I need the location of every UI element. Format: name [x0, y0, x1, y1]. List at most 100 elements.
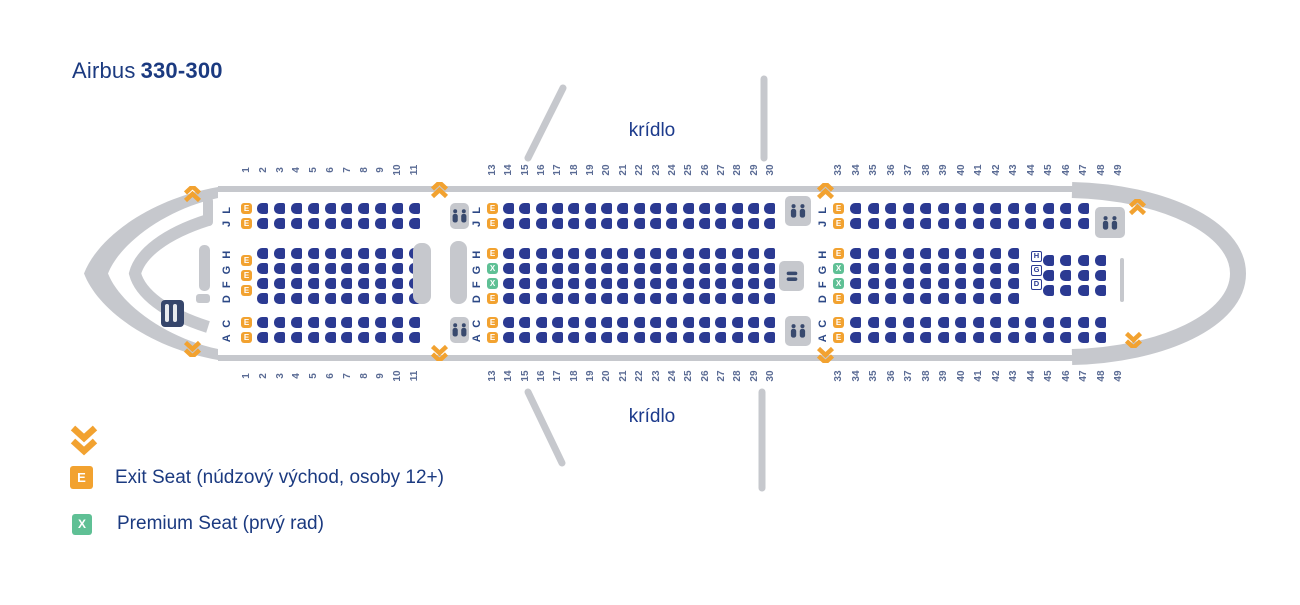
- seat-blue: [850, 218, 861, 229]
- seat-blue: [257, 203, 268, 214]
- seat-blue: [868, 203, 879, 214]
- seat-blue: [341, 248, 352, 259]
- seat-blue: [503, 278, 514, 289]
- premium-seat: X: [833, 278, 844, 289]
- exit-chevron-icon: [183, 340, 202, 360]
- seat-blue: [585, 248, 596, 259]
- legend-premium-label: Premium Seat (prvý rad): [117, 513, 324, 534]
- seat-blue: [519, 332, 530, 343]
- seat-blue: [748, 293, 759, 304]
- seat-blue: [1025, 218, 1036, 229]
- seat-blue: [1043, 218, 1054, 229]
- row-number: 24: [666, 164, 678, 176]
- seat-blue: [519, 278, 530, 289]
- seat-blue: [666, 218, 677, 229]
- seat-blue: [683, 278, 694, 289]
- seat-blue: [990, 203, 1001, 214]
- row-number: 2: [257, 373, 269, 379]
- seat-blue: [568, 332, 579, 343]
- seat-blue: [274, 332, 285, 343]
- premium-seat: X: [487, 278, 498, 289]
- seat-blue: [666, 203, 677, 214]
- seat-blue: [955, 278, 966, 289]
- row-number: 23: [650, 164, 662, 176]
- seat-blue: [920, 293, 931, 304]
- seat-blue: [748, 203, 759, 214]
- row-number: 26: [699, 370, 711, 382]
- seat-blue: [503, 293, 514, 304]
- seat-blue: [308, 317, 319, 328]
- tail-letter-box: D: [1031, 279, 1042, 290]
- seat-blue: [341, 317, 352, 328]
- seat-blue: [568, 248, 579, 259]
- seat-blue: [650, 263, 661, 274]
- seat-blue: [666, 317, 677, 328]
- seat-blue: [955, 332, 966, 343]
- seat-blue: [392, 203, 403, 214]
- exit-seat: E: [833, 248, 844, 259]
- seat-blue: [568, 317, 579, 328]
- seat-blue: [903, 332, 914, 343]
- seat-blue: [291, 332, 302, 343]
- seat-blue: [938, 317, 949, 328]
- seat-blue: [650, 317, 661, 328]
- seat-blue: [536, 293, 547, 304]
- seat-blue: [358, 332, 369, 343]
- seat-blue: [519, 317, 530, 328]
- seat-blue: [257, 248, 268, 259]
- bulkhead: [450, 241, 467, 304]
- seat-blue: [748, 248, 759, 259]
- row-number: 21: [617, 164, 629, 176]
- seat-blue: [868, 293, 879, 304]
- seat-blue: [375, 278, 386, 289]
- seat-blue: [358, 293, 369, 304]
- seat-blue: [715, 263, 726, 274]
- seat-blue: [764, 332, 775, 343]
- seat-blue: [358, 278, 369, 289]
- lavatory-icon: [785, 196, 811, 226]
- row-number: 8: [358, 373, 370, 379]
- seat-blue: [699, 278, 710, 289]
- galley-icon: [161, 300, 184, 327]
- seat-blue: [715, 218, 726, 229]
- seat-blue: [666, 248, 677, 259]
- seat-blue: [715, 317, 726, 328]
- seat-blue: [601, 218, 612, 229]
- bulkhead: [203, 197, 213, 226]
- aircraft-make: Airbus: [72, 58, 136, 83]
- seat-blue: [274, 203, 285, 214]
- row-number: 19: [584, 164, 596, 176]
- row-number: 9: [374, 167, 386, 173]
- seat-blue: [868, 263, 879, 274]
- seat-blue: [764, 203, 775, 214]
- exit-seat: E: [241, 255, 252, 266]
- seat-blue: [850, 203, 861, 214]
- row-number: 43: [1007, 370, 1019, 382]
- row-number: 37: [902, 370, 914, 382]
- row-number: 47: [1077, 370, 1089, 382]
- seat-blue: [552, 263, 563, 274]
- seat-blue: [885, 332, 896, 343]
- seat-blue: [503, 263, 514, 274]
- tail-letter-box: H: [1031, 251, 1042, 262]
- row-number: 11: [408, 164, 420, 176]
- seat-blue: [1060, 255, 1071, 266]
- seat-blue: [850, 317, 861, 328]
- seat-blue: [973, 293, 984, 304]
- seat-blue: [536, 263, 547, 274]
- row-number: 15: [519, 370, 531, 382]
- seat-blue: [585, 263, 596, 274]
- seat-blue: [519, 218, 530, 229]
- seat-blue: [1008, 263, 1019, 274]
- seat-blue: [699, 293, 710, 304]
- seat-blue: [257, 332, 268, 343]
- seat-blue: [585, 317, 596, 328]
- row-number: 33: [832, 370, 844, 382]
- seat-blue: [325, 218, 336, 229]
- seat-blue: [715, 278, 726, 289]
- seat-blue: [764, 278, 775, 289]
- exit-seat: E: [487, 218, 498, 229]
- seat-blue: [1060, 317, 1071, 328]
- row-number: 25: [682, 370, 694, 382]
